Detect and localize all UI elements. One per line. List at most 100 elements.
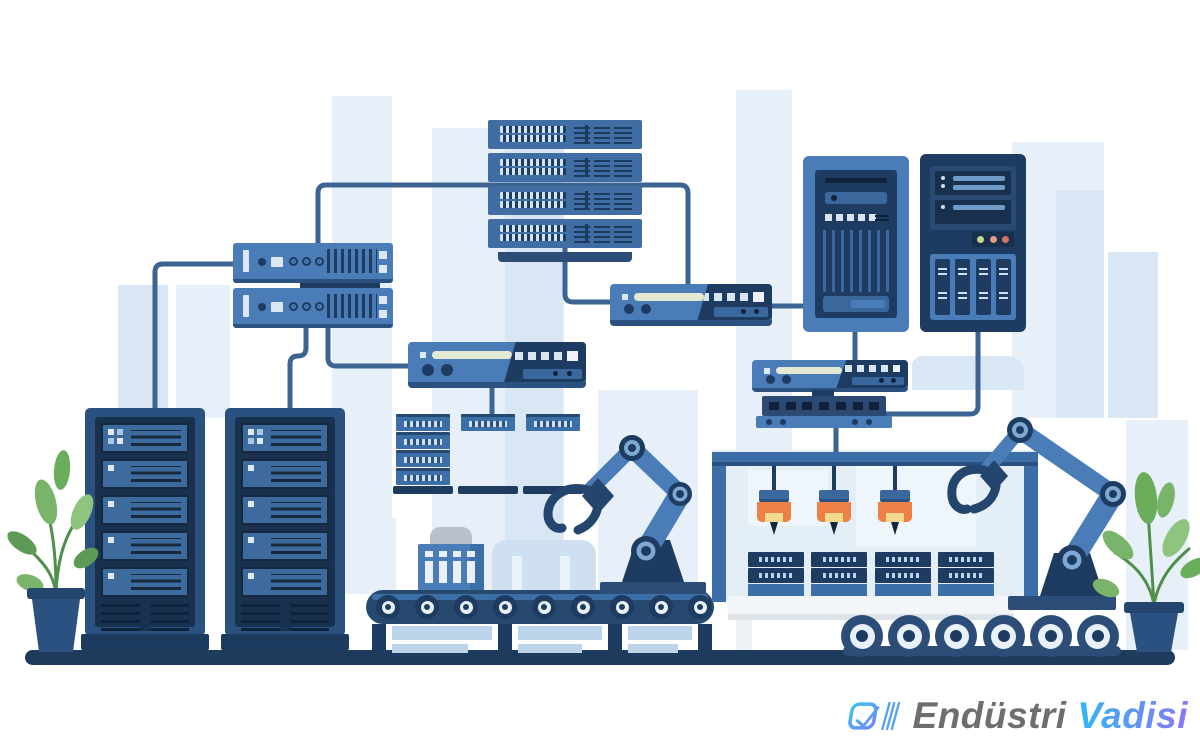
- machine-slot: [425, 551, 433, 557]
- logo-text: Endüstri Vadisi: [913, 695, 1188, 737]
- dot: [879, 378, 884, 383]
- port-row: [500, 126, 566, 133]
- display-panel: [930, 166, 1016, 230]
- module: [995, 259, 1011, 315]
- track-roller: [982, 615, 1025, 657]
- media-slot: [776, 367, 842, 374]
- container-stack: [748, 552, 804, 599]
- bar: [953, 205, 1005, 210]
- network-device-middle: [408, 342, 586, 388]
- belt-roller: [610, 595, 634, 619]
- rack-server-unit: [101, 495, 189, 525]
- led-square: [117, 429, 123, 435]
- label-dashes: [759, 557, 793, 562]
- container-stack: [937, 552, 994, 599]
- led-square: [257, 438, 263, 444]
- under-panel: [392, 626, 492, 640]
- ghost-silhouette: [492, 540, 596, 592]
- roller-core: [856, 630, 868, 642]
- server-stack-base: [498, 252, 632, 262]
- belt-rollers: [376, 595, 712, 619]
- table-leg: [736, 620, 752, 650]
- corner-led: [379, 296, 387, 304]
- vent-grill: [327, 294, 377, 318]
- nozzle-cap: [880, 490, 910, 502]
- vent-grill: [327, 249, 377, 273]
- roller-ring: [991, 623, 1017, 649]
- router-center: [610, 284, 772, 326]
- mini-units: [396, 414, 450, 485]
- port-row: [500, 168, 566, 175]
- module-ticks: [978, 265, 988, 275]
- roller-ring: [459, 600, 473, 614]
- server-stack-unit: [488, 186, 642, 215]
- container: [874, 584, 931, 598]
- nozzle-tip: [886, 513, 904, 522]
- vent-lines: [131, 466, 181, 482]
- indicator-square: [271, 257, 283, 267]
- module-ticks: [938, 265, 948, 275]
- module-ticks: [938, 289, 948, 299]
- drive-leds: [248, 537, 263, 543]
- background-column: [176, 285, 230, 418]
- rack-interior: [235, 417, 335, 631]
- port: [819, 402, 829, 410]
- corner-led: [379, 251, 387, 259]
- rack-interior: [95, 417, 195, 631]
- control-panel: [697, 284, 772, 320]
- arm-joint: [1007, 417, 1126, 575]
- roller-core: [903, 630, 916, 642]
- rack-units: [241, 423, 329, 597]
- rack-server-unit: [241, 531, 329, 561]
- port: [835, 402, 846, 410]
- gantry-beam: [712, 452, 1038, 466]
- dot: [441, 364, 453, 376]
- container: [811, 584, 868, 598]
- belt-roller: [649, 595, 673, 619]
- status-lights: [972, 232, 1014, 247]
- roller-core: [385, 604, 391, 610]
- vent-divider: [585, 125, 588, 143]
- container: [748, 568, 804, 583]
- rack-server-unit: [101, 423, 189, 453]
- rack-base: [221, 634, 349, 650]
- panel-button: [857, 365, 864, 373]
- dot: [422, 364, 434, 376]
- mini-stack: [523, 414, 583, 494]
- roller-ring: [849, 623, 875, 649]
- led-square: [108, 465, 114, 471]
- control-panel: [836, 360, 908, 388]
- dot: [641, 304, 651, 314]
- panel-button: [845, 365, 852, 373]
- rack-base: [81, 634, 209, 650]
- port-row: [500, 225, 566, 232]
- server-cabinet-a: [803, 156, 909, 332]
- roller-ring: [576, 600, 590, 614]
- dot: [831, 195, 837, 201]
- container-stacks: [748, 552, 994, 599]
- mini-unit: [461, 414, 515, 431]
- nozzle-rod: [772, 466, 776, 492]
- drive-leds: [248, 465, 263, 471]
- slot-bar: [243, 295, 249, 317]
- dot: [741, 309, 746, 314]
- front-dots: [624, 304, 651, 314]
- patch-panel-base: [756, 416, 892, 428]
- machine-slot: [453, 551, 461, 557]
- machine-cap: [430, 527, 472, 547]
- label-dashes: [949, 557, 983, 562]
- container: [748, 584, 804, 598]
- label-dashes: [469, 421, 507, 427]
- dot: [941, 184, 945, 188]
- control-panel: [504, 342, 586, 382]
- rack-server-unit: [101, 567, 189, 597]
- front-dots: [422, 364, 453, 376]
- port-row: [500, 192, 566, 199]
- network-switch-2: [233, 288, 393, 328]
- brand-dashes: [875, 214, 889, 221]
- drawer-handle: [851, 300, 885, 308]
- machine-bar: [439, 561, 447, 583]
- status-light-amber: [989, 236, 997, 243]
- panel-strip: [523, 369, 582, 379]
